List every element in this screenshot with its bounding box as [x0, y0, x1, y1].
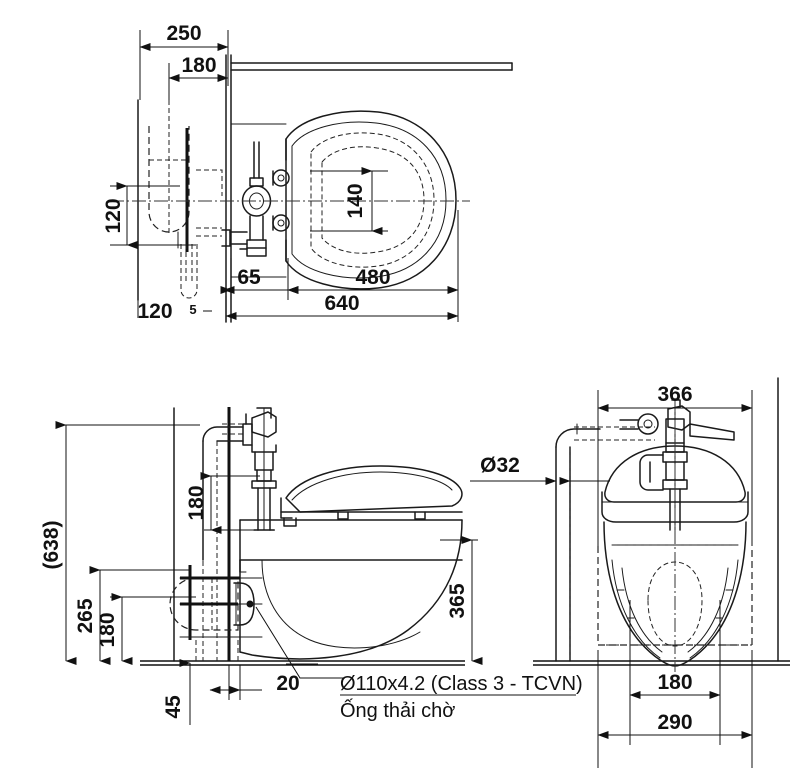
dimension-label-290: 290: [657, 711, 692, 734]
dimension-180-top: 180: [168, 54, 229, 100]
side-elevation-view: (638) 265 180 180 365: [40, 407, 583, 725]
dimension-label-180-side-upper: 180: [185, 485, 208, 520]
flush-valve-side: [242, 407, 277, 531]
dimension-65: 65: [220, 258, 299, 300]
note-drain-pipe-name: Ống thải chờ: [340, 698, 455, 722]
dimension-label-45: 45: [162, 695, 185, 719]
dimension-label-120-vertical: 120: [102, 198, 125, 233]
dimension-5: 5: [189, 296, 227, 317]
dimension-label-120-horizontal: 120: [137, 300, 172, 323]
carrier-frame-plan: [137, 99, 190, 301]
dimension-638: (638): [40, 421, 200, 665]
dimension-45: 45: [162, 659, 191, 725]
outlet-bend-plan: [177, 169, 223, 299]
toilet-seat-side: [280, 465, 463, 527]
dimension-120-vertical: 120: [102, 182, 196, 249]
waste-pipe-side: [195, 640, 239, 661]
dimension-label-365: 365: [446, 583, 469, 618]
dimension-label-480: 480: [355, 266, 390, 289]
dimension-label-366: 366: [657, 383, 692, 406]
dimension-label-640: 640: [324, 292, 359, 315]
dimension-label-180-front: 180: [657, 671, 692, 694]
drain-pipe-note: Ø110x4.2 (Class 3 - TCVN) Ống thải chờ: [340, 673, 583, 722]
fixing-points-side: [179, 576, 263, 638]
dimension-label-65: 65: [237, 266, 261, 289]
dimension-label-638: (638): [40, 520, 63, 569]
wall-plan: [225, 54, 232, 323]
dimension-label-180-side-lower: 180: [96, 612, 119, 647]
dimension-label-265: 265: [74, 598, 97, 633]
note-drain-pipe-spec: Ø110x4.2 (Class 3 - TCVN): [340, 673, 583, 695]
flush-valve-front: [619, 399, 735, 531]
dimension-140: 140: [310, 167, 388, 235]
dimension-label-diameter-32: Ø32: [480, 454, 520, 477]
supply-pipe-plan: [230, 62, 513, 71]
dimension-640: 640: [225, 292, 459, 322]
flush-valve-plan: [221, 141, 272, 257]
dimension-label-140: 140: [344, 183, 367, 218]
front-elevation-view: 366 180 290 Ø32: [470, 377, 790, 768]
dimension-365: 365: [440, 536, 483, 665]
dimension-label-250: 250: [166, 22, 201, 45]
dimension-180-front: 180: [629, 671, 721, 699]
drain-leader-line: [255, 606, 345, 679]
dimension-366: 366: [597, 383, 753, 546]
wall-side: [173, 407, 231, 662]
floor-line-side: [140, 660, 465, 666]
dimension-diameter-32: Ø32: [470, 454, 610, 485]
dimension-265: 265: [74, 566, 190, 665]
toilet-bowl-side: [239, 519, 463, 660]
dimension-label-180-top: 180: [181, 54, 216, 77]
dimension-20: 20: [209, 665, 300, 700]
dimension-480: 480: [287, 210, 459, 295]
dimension-label-20: 20: [276, 672, 299, 695]
dimension-180-side-lower: 180: [96, 593, 196, 665]
dimension-label-5: 5: [189, 302, 196, 317]
dimension-250: 250: [139, 22, 229, 100]
dimension-120-horizontal: 120: [137, 300, 173, 323]
toilet-bowl-plan: [230, 110, 457, 290]
top-plan-view: 250 180 140 120 120: [102, 22, 513, 323]
dimension-180-side-upper: 180: [185, 472, 275, 534]
fixing-extension-front: [597, 600, 753, 768]
dimension-290: 290: [597, 711, 753, 739]
